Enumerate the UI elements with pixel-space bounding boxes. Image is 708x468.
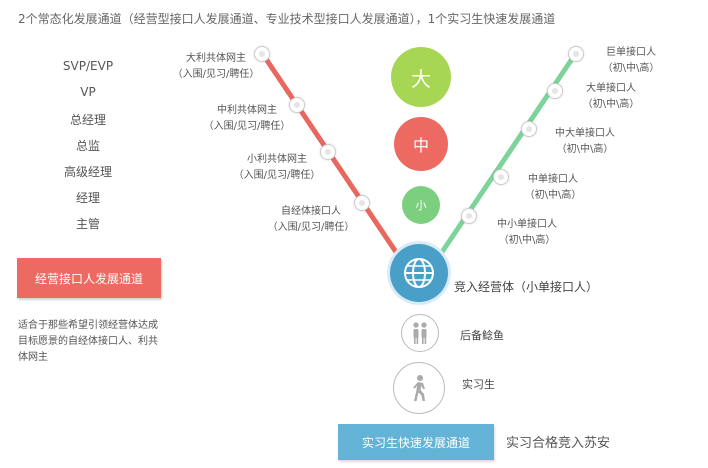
rank-supervisor: 主管 bbox=[75, 217, 100, 231]
reserve-label: 后备鲶鱼 bbox=[460, 329, 504, 342]
right-node-sub: （初\中\高） bbox=[524, 190, 582, 201]
node-medium-order-interface[interactable] bbox=[493, 169, 509, 185]
node-small-network-owner[interactable] bbox=[320, 144, 336, 160]
page-header: 2个常态化发展通道（经营型接口人发展通道、专业技术型接口人发展通道），1个实习生… bbox=[18, 12, 556, 26]
intern-label: 实习生 bbox=[462, 378, 495, 391]
left-node-sub: （入围/见习/聘任） bbox=[203, 121, 291, 132]
entry-label: 竞入经营体（小单接口人） bbox=[454, 280, 599, 294]
right-node-title: 大单接口人 bbox=[586, 83, 636, 94]
node-giant-order-interface[interactable] bbox=[568, 46, 584, 62]
right-node-title: 中小单接口人 bbox=[497, 219, 557, 230]
globe-icon-graphic bbox=[404, 258, 434, 288]
node-medium-small-order-interface[interactable] bbox=[461, 208, 477, 224]
intern-fast-track-button[interactable]: 实习生快速发展通道 bbox=[338, 424, 494, 460]
left-node-sub: （入围/见习/聘任） bbox=[233, 170, 321, 181]
rank-senior-manager: 高级经理 bbox=[63, 165, 112, 179]
left-node-sub: （入围/见习/聘任） bbox=[267, 222, 355, 233]
business-channel-description: 适合于那些希望引领经营体达成目标愿景的自经体接口人、利共体网主 bbox=[18, 320, 158, 363]
right-node-title: 中大单接口人 bbox=[555, 128, 615, 139]
right-node-sub: （初\中\高） bbox=[556, 144, 614, 155]
node-large-network-owner[interactable] bbox=[254, 46, 270, 62]
node-medium-network-owner[interactable] bbox=[289, 97, 305, 113]
size-large-circle: 大 bbox=[391, 47, 451, 107]
label-large-network-owner: 大利共体网主 （入围/见习/聘任） bbox=[168, 51, 264, 83]
label-medium-network-owner: 中利共体网主 （入围/见习/聘任） bbox=[199, 103, 295, 135]
business-channel-button[interactable]: 经营接口人发展通道 bbox=[17, 258, 161, 298]
node-medium-large-order-interface[interactable] bbox=[521, 121, 537, 137]
globe-icon[interactable] bbox=[390, 244, 448, 302]
label-medium-large-order-interface: 中大单接口人 （初\中\高） bbox=[542, 126, 628, 158]
left-node-title: 自经体接口人 bbox=[281, 206, 341, 217]
label-medium-order-interface: 中单接口人 （初\中\高） bbox=[510, 172, 596, 204]
right-node-sub: （初\中\高） bbox=[602, 63, 660, 74]
right-node-sub: （初\中\高） bbox=[498, 235, 556, 246]
rank-director: 总监 bbox=[75, 139, 100, 153]
intern-walker-icon bbox=[393, 362, 445, 414]
right-node-sub: （初\中\高） bbox=[582, 99, 640, 110]
label-small-network-owner: 小利共体网主 （入围/见习/聘任） bbox=[229, 152, 325, 184]
node-large-order-interface[interactable] bbox=[547, 83, 563, 99]
node-self-operating-interface[interactable] bbox=[354, 195, 370, 211]
reserve-persons-icon bbox=[401, 314, 439, 352]
rank-svp-evp: SVP/EVP bbox=[62, 59, 114, 73]
label-large-order-interface: 大单接口人 （初\中\高） bbox=[568, 81, 654, 113]
left-node-title: 小利共体网主 bbox=[247, 154, 307, 165]
size-small-circle: 小 bbox=[402, 186, 440, 224]
right-node-title: 巨单接口人 bbox=[606, 47, 656, 58]
label-giant-order-interface: 巨单接口人 （初\中\高） bbox=[588, 45, 674, 77]
rank-general-manager: 总经理 bbox=[69, 113, 106, 127]
left-node-sub: （入围/见习/聘任） bbox=[172, 69, 260, 80]
size-medium-circle: 中 bbox=[394, 117, 448, 171]
right-node-title: 中单接口人 bbox=[528, 174, 578, 185]
label-medium-small-order-interface: 中小单接口人 （初\中\高） bbox=[484, 217, 570, 249]
rank-manager: 经理 bbox=[75, 191, 100, 205]
label-self-operating-interface: 自经体接口人 （入围/见习/聘任） bbox=[263, 204, 359, 236]
left-node-title: 中利共体网主 bbox=[217, 105, 277, 116]
left-node-title: 大利共体网主 bbox=[186, 53, 246, 64]
intern-qualify-note: 实习合格竞入苏安 bbox=[506, 436, 611, 451]
rank-vp: VP bbox=[80, 85, 96, 99]
